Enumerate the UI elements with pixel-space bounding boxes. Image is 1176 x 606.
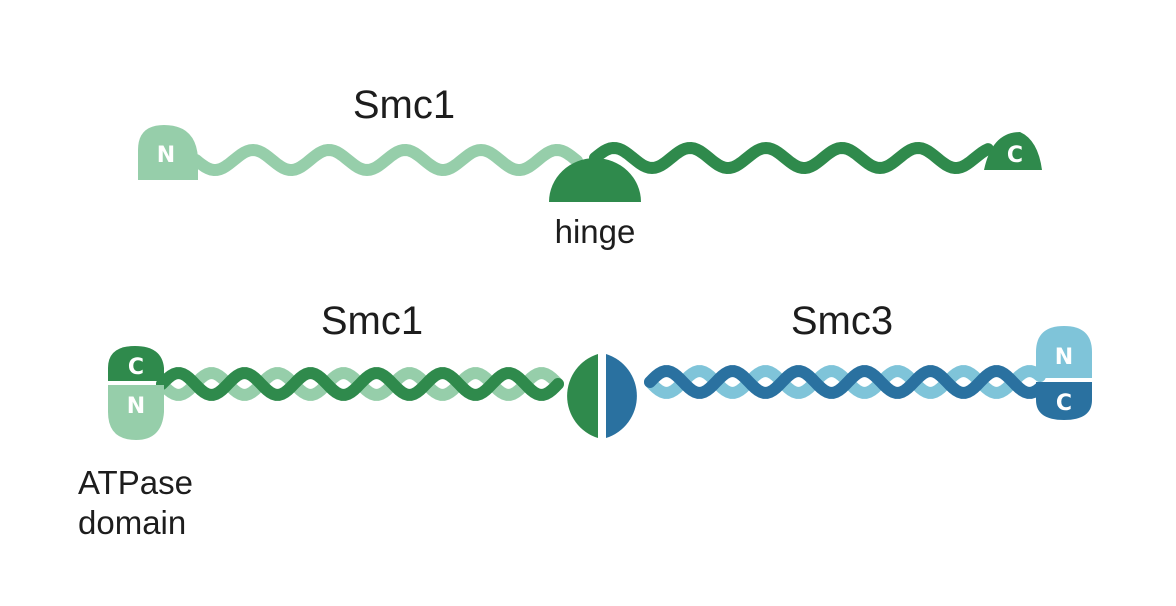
smc3-c-label: C [1056, 391, 1072, 416]
smc1-bottom-label: Smc1 [321, 299, 423, 343]
smc1-n-head [108, 385, 164, 440]
smc1-top-label: Smc1 [353, 83, 455, 127]
c-terminus-label: C [1007, 143, 1023, 168]
smc3-hinge [606, 354, 637, 438]
n-terminal-head [138, 125, 198, 180]
c-terminal-head [984, 132, 1042, 170]
smc1-n-coil [190, 143, 583, 177]
smc1-c-coil [589, 141, 994, 175]
atpase-label-line1: ATPase [78, 464, 193, 501]
smc1-c-label: C [128, 355, 144, 380]
smc3-n-head [1036, 326, 1092, 378]
smc3-label: Smc3 [791, 299, 893, 343]
smc1-c-head [108, 346, 164, 381]
smc3-n-label: N [1055, 345, 1073, 370]
smc1-hinge [567, 354, 598, 438]
hinge-domain [549, 158, 641, 202]
atpase-label-line2: domain [78, 504, 186, 541]
smc1-monomer: N C [138, 125, 1042, 202]
smc3-c-head [1036, 382, 1092, 420]
hinge-label: hinge [555, 213, 636, 250]
n-terminus-label: N [157, 143, 175, 168]
smc1-smc3-heterodimer: C N N C [108, 326, 1092, 440]
smc3-dark-strand [644, 365, 1046, 399]
smc1-n-label: N [127, 394, 145, 419]
smc1-dark-strand [156, 367, 564, 401]
